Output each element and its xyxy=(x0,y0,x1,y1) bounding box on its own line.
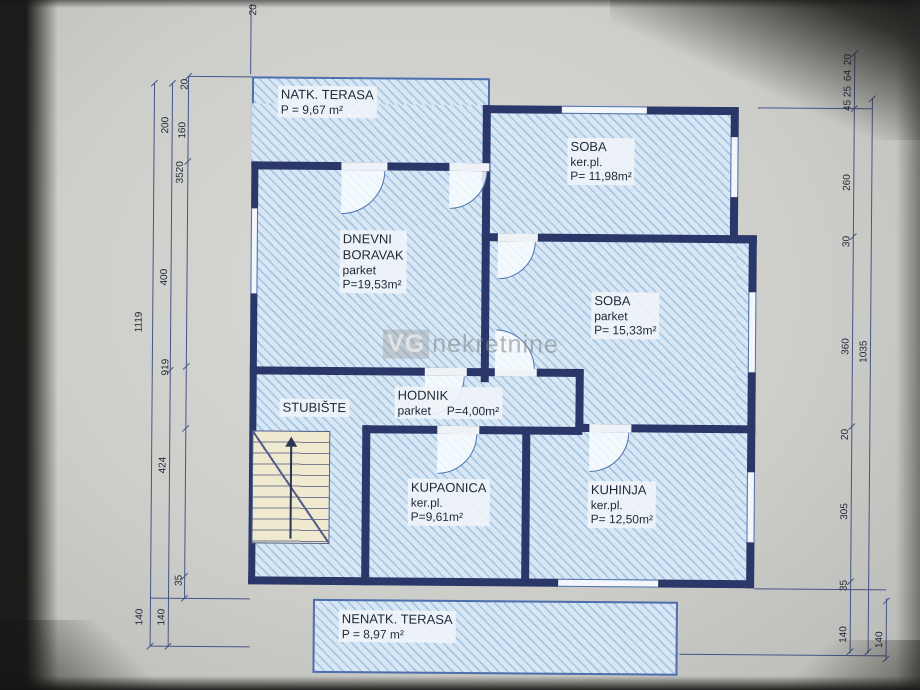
room-label-dnevni-boravak: DNEVNI BORAVAK parket P=19,53m² xyxy=(339,230,407,294)
dimension-label: 1035 xyxy=(858,340,870,363)
room-area: P= 11,98m² xyxy=(570,169,632,184)
dimension-label: 35 xyxy=(838,579,850,592)
room-label-soba1: SOBA ker.pl. P= 11,98m² xyxy=(567,137,636,186)
room-name: SOBA xyxy=(570,138,607,155)
dimension-label: 20 xyxy=(839,428,851,441)
dimension-label: 140 xyxy=(134,608,146,626)
room-name: BORAVAK xyxy=(342,246,404,263)
dimension-label: 919 xyxy=(160,358,172,376)
window-soba1-right xyxy=(730,137,739,198)
room-label-natk-terasa: NATK. TERASA P = 9,67 m² xyxy=(277,85,377,119)
extension-line-left-top xyxy=(188,75,253,78)
room-floor: parket xyxy=(594,308,628,324)
room-floor: parket xyxy=(342,262,377,278)
room-name: NATK. TERASA xyxy=(280,86,374,103)
room-area: P=9,61m² xyxy=(410,510,464,525)
dimension-line-left-outer xyxy=(149,82,156,646)
room-label-nenatk-terasa: NENATK. TERASA P = 8,97 m² xyxy=(338,610,456,644)
room-label-hodnik: HODNIK parket P=4,00m² xyxy=(394,386,503,420)
wall-kupaonica-kuhinja-vert xyxy=(521,426,531,587)
extension-line-right-bottom xyxy=(679,653,886,657)
room-area: P = 8,97 m² xyxy=(341,626,404,642)
dimension-label: 305 xyxy=(839,503,851,520)
room-area: P=4,00m² xyxy=(446,403,500,419)
dimension-label: 140 xyxy=(156,608,168,626)
dimension-line-right-terrace xyxy=(885,598,888,661)
room-label-stubiste: STUBIŠTE xyxy=(279,398,350,417)
dimension-label: 360 xyxy=(840,338,852,355)
dimension-label: 160 xyxy=(177,121,189,139)
extension-line-right-586 xyxy=(754,588,887,591)
room-area: P= 15,33m² xyxy=(594,323,657,339)
room-name: KUPAONICA xyxy=(410,479,487,496)
room-floor: ker.pl. xyxy=(410,495,443,510)
room-name: STUBIŠTE xyxy=(282,399,347,416)
room-area: P= 12,50m² xyxy=(590,512,654,528)
dimension-label: 260 xyxy=(841,174,853,191)
room-name: HODNIK xyxy=(397,387,449,403)
stairs-arrow-head-icon xyxy=(285,436,298,447)
room-name: KUHINJA xyxy=(590,482,647,498)
dimension-label: 140 xyxy=(874,631,886,649)
room-name: NENATK. TERASA xyxy=(341,611,453,627)
wall-hodnik-kuhinja-vert xyxy=(575,368,584,432)
window-terrace-door xyxy=(558,578,659,588)
dimension-line-right-outer xyxy=(867,98,873,654)
dimension-label: 30 xyxy=(841,235,853,248)
window-kuhinja xyxy=(746,472,756,543)
room-floor: ker.pl. xyxy=(590,497,623,513)
window-dnevni xyxy=(250,208,259,294)
room-label-soba2: SOBA parket P= 15,33m² xyxy=(591,292,660,340)
dimension-label: 140 xyxy=(838,626,850,643)
watermark-logo: VG xyxy=(382,329,430,359)
room-label-kuhinja: KUHINJA ker.pl. P= 12,50m² xyxy=(587,481,657,529)
dimension-label: 20 xyxy=(179,78,191,90)
room-name: SOBA xyxy=(594,293,631,309)
window-soba1 xyxy=(561,105,647,115)
dimension-label: 424 xyxy=(157,456,169,474)
room-area: P=19,53m² xyxy=(342,277,402,292)
room-floor: ker.pl. xyxy=(570,154,603,169)
dimension-label: 35 xyxy=(173,574,185,586)
room-name: DNEVNI xyxy=(342,231,393,247)
dimension-label: 45 xyxy=(842,99,854,112)
dimension-label: 1119 xyxy=(133,311,145,333)
wall-stubiste-kupaonica-vert xyxy=(361,425,371,586)
dimension-label: 200 xyxy=(160,116,172,134)
dimension-label: 20 xyxy=(248,4,260,16)
room-floor: parket xyxy=(397,403,431,418)
dimension-label: 400 xyxy=(158,268,171,286)
room-area: P = 9,67 m² xyxy=(280,102,344,117)
watermark-text: nekretnine xyxy=(432,329,559,359)
window-soba2 xyxy=(747,292,757,373)
dimension-label: 3520 xyxy=(174,161,186,184)
room-label-kupaonica: KUPAONICA ker.pl. P=9,61m² xyxy=(407,478,490,527)
